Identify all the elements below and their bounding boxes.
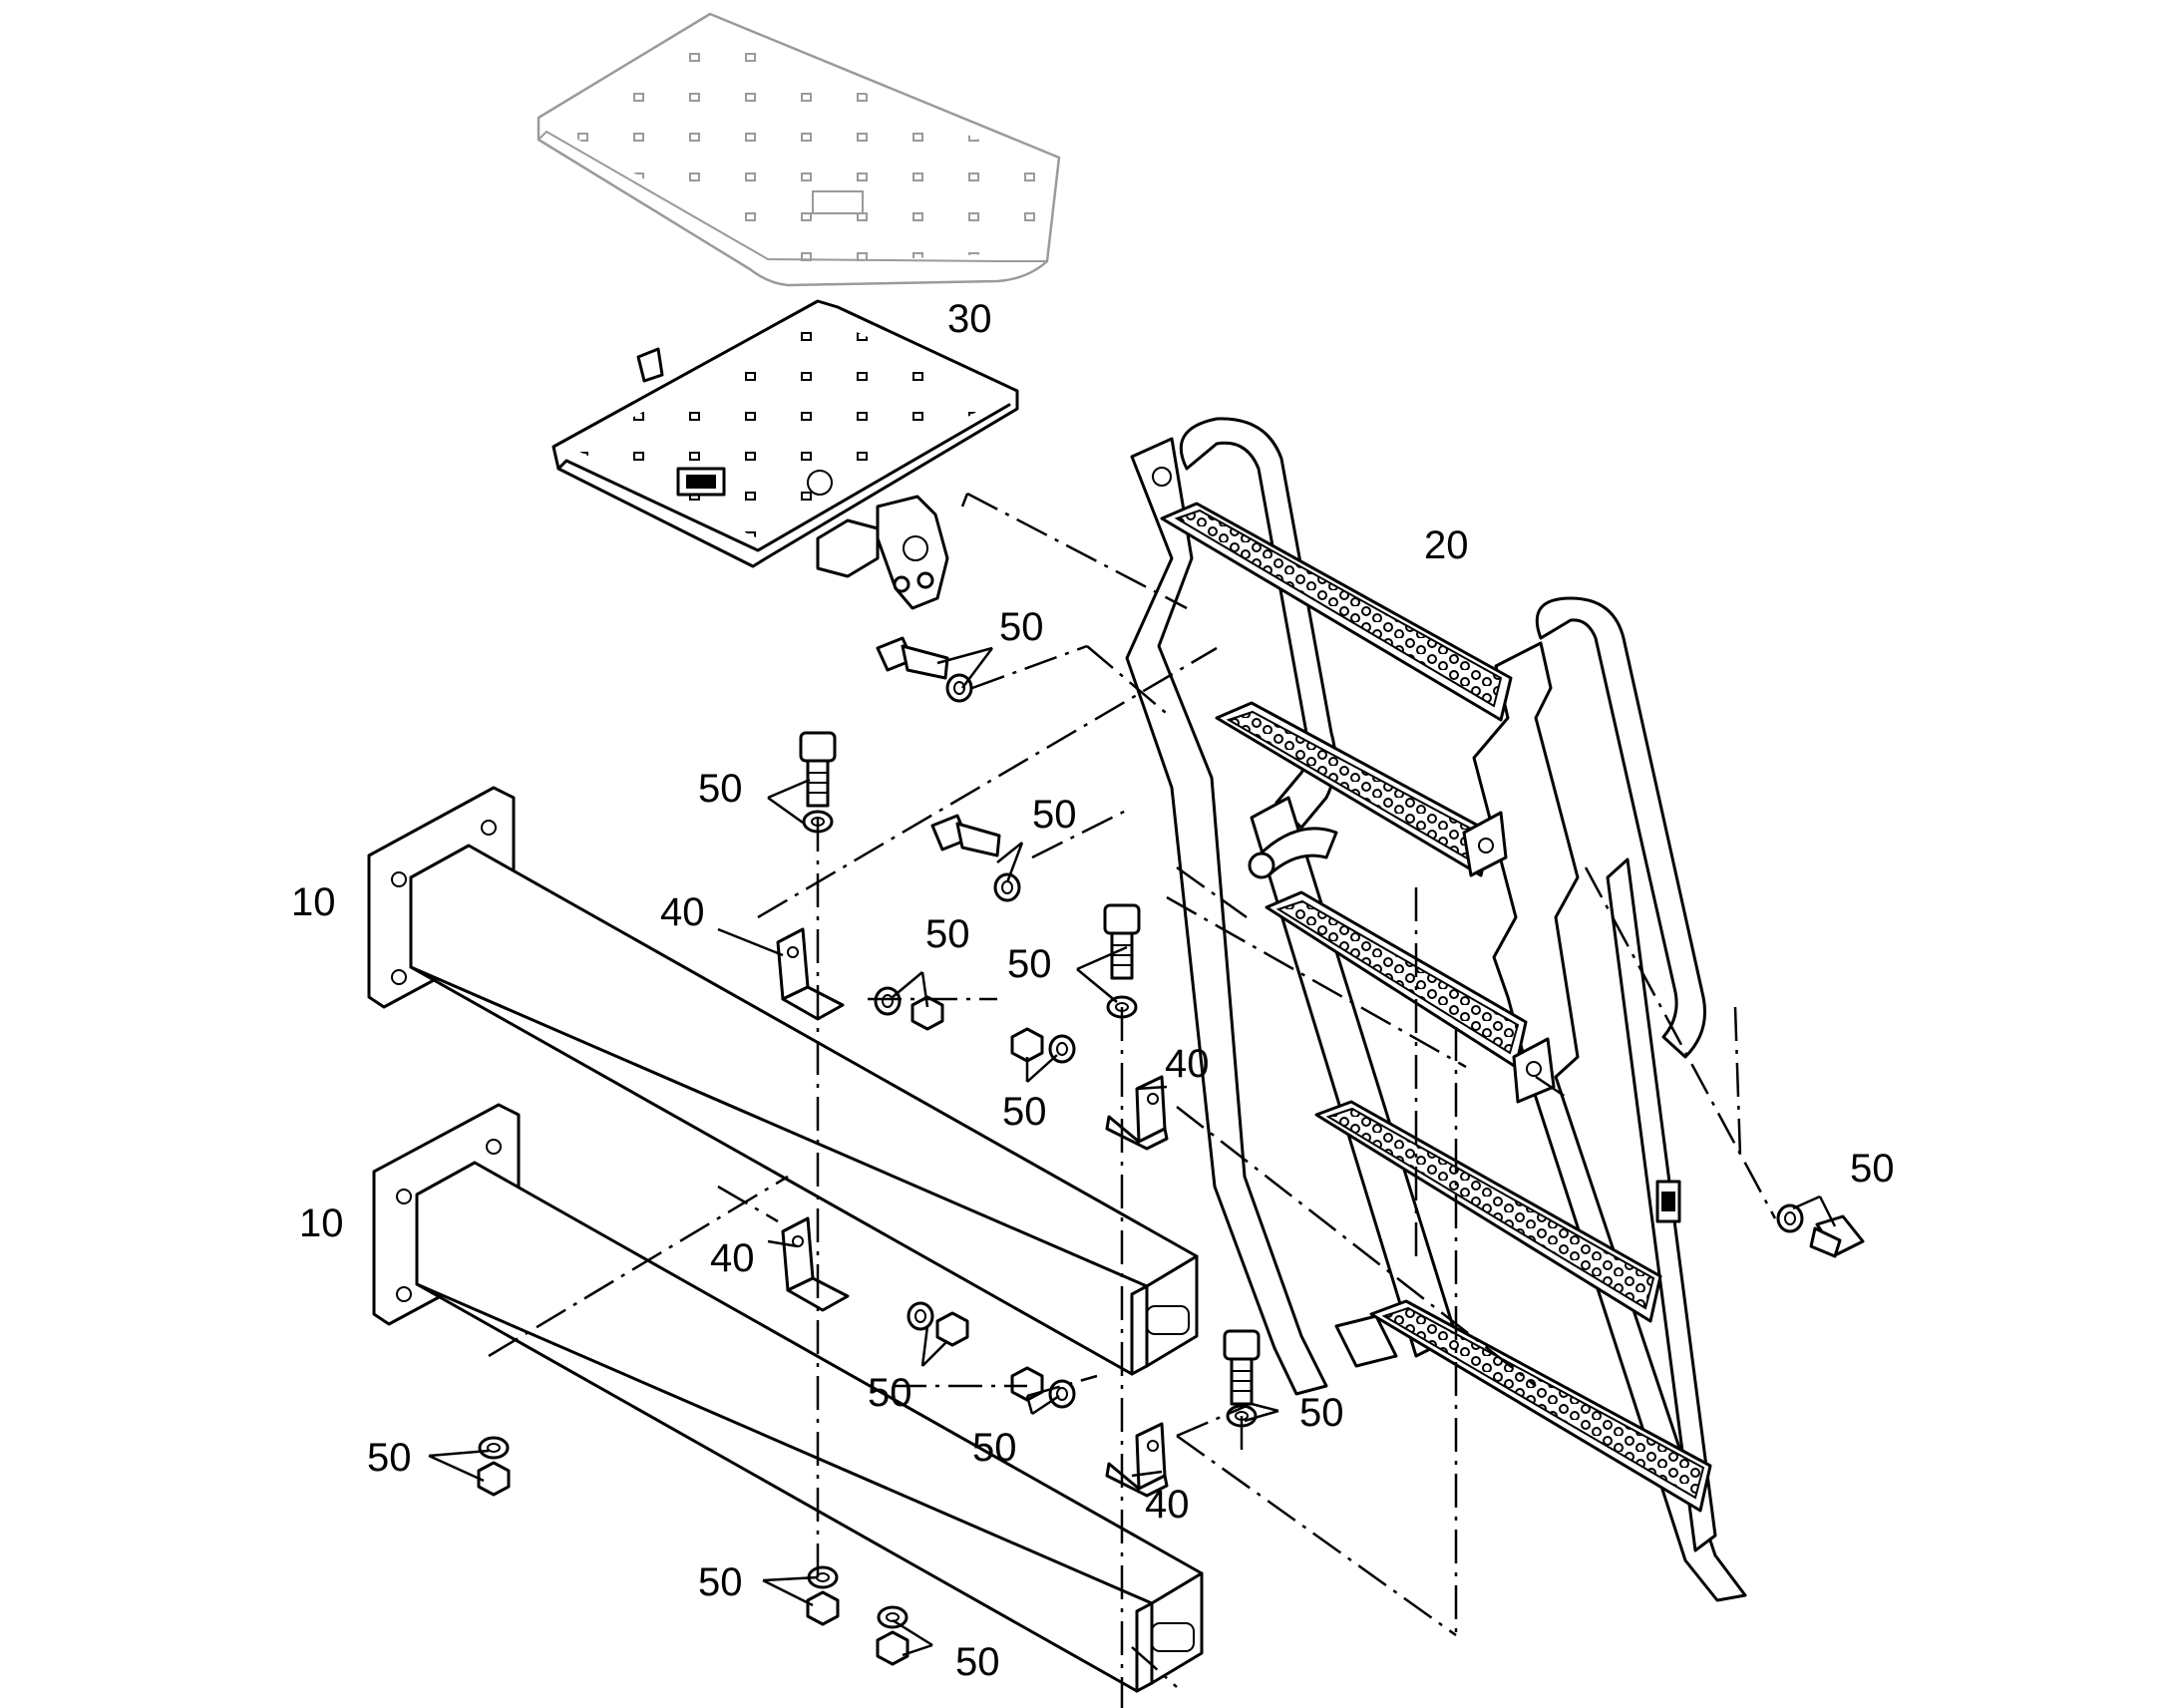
label-platform: 30 xyxy=(947,297,992,341)
label-hw-bottom-nut-right: 50 xyxy=(955,1640,1000,1684)
label-hw-mid-bolt: 50 xyxy=(1032,793,1077,837)
ladder xyxy=(1125,417,1747,1602)
bolt-lower xyxy=(1223,1329,1261,1406)
bracket-b xyxy=(1105,1075,1169,1151)
bolt-mid xyxy=(930,814,1001,857)
label-beam-bottom: 10 xyxy=(299,1201,344,1245)
beam-top xyxy=(367,786,1199,1376)
label-hw-nut-lower-left: 50 xyxy=(868,1371,912,1415)
item-labels: 30 20 10 10 40 40 40 40 50 50 50 50 50 5… xyxy=(291,297,1895,1684)
label-beam-top: 10 xyxy=(291,880,336,924)
label-bracket-a: 40 xyxy=(660,890,705,934)
label-hw-platform-bolt: 50 xyxy=(999,605,1044,649)
bracket-c xyxy=(781,1216,850,1312)
label-hw-bolt-lower: 50 xyxy=(1299,1391,1344,1435)
label-bracket-d: 40 xyxy=(1145,1483,1190,1527)
label-hw-side-bolt: 50 xyxy=(1850,1147,1895,1191)
washers-nuts xyxy=(477,673,1804,1666)
ladder-tread-3 xyxy=(1265,890,1528,1069)
bolt-side xyxy=(1809,1214,1865,1258)
label-hw-nut-left: 50 xyxy=(925,912,970,956)
ladder-tread-2 xyxy=(1215,701,1493,877)
bolt-platform xyxy=(876,636,949,680)
label-hw-bottom-nut-left: 50 xyxy=(698,1560,743,1604)
beam-bottom xyxy=(372,1103,1204,1693)
bracket-a xyxy=(776,927,845,1021)
label-leaders xyxy=(428,646,1837,1657)
label-hw-nut-right: 50 xyxy=(1002,1090,1047,1134)
label-ladder: 20 xyxy=(1424,523,1469,567)
label-hw-nut-lower-right: 50 xyxy=(972,1426,1017,1470)
ladder-tread-5 xyxy=(1369,1299,1712,1513)
ladder-tread-4 xyxy=(1314,1100,1662,1323)
bolt-top-left xyxy=(799,731,837,808)
label-bracket-b: 40 xyxy=(1165,1042,1210,1086)
ladder-tread-1 xyxy=(1160,502,1513,722)
label-hw-far-left-nut: 50 xyxy=(367,1436,412,1480)
label-bracket-c: 40 xyxy=(710,1236,755,1280)
platform-ghost xyxy=(537,12,1061,287)
label-hw-top-bolt-left: 50 xyxy=(698,767,743,811)
platform-step xyxy=(551,299,1019,610)
label-hw-top-bolt-right: 50 xyxy=(1007,942,1052,986)
bolt-top-right xyxy=(1103,903,1141,980)
assembly-center-lines xyxy=(488,492,1777,1708)
